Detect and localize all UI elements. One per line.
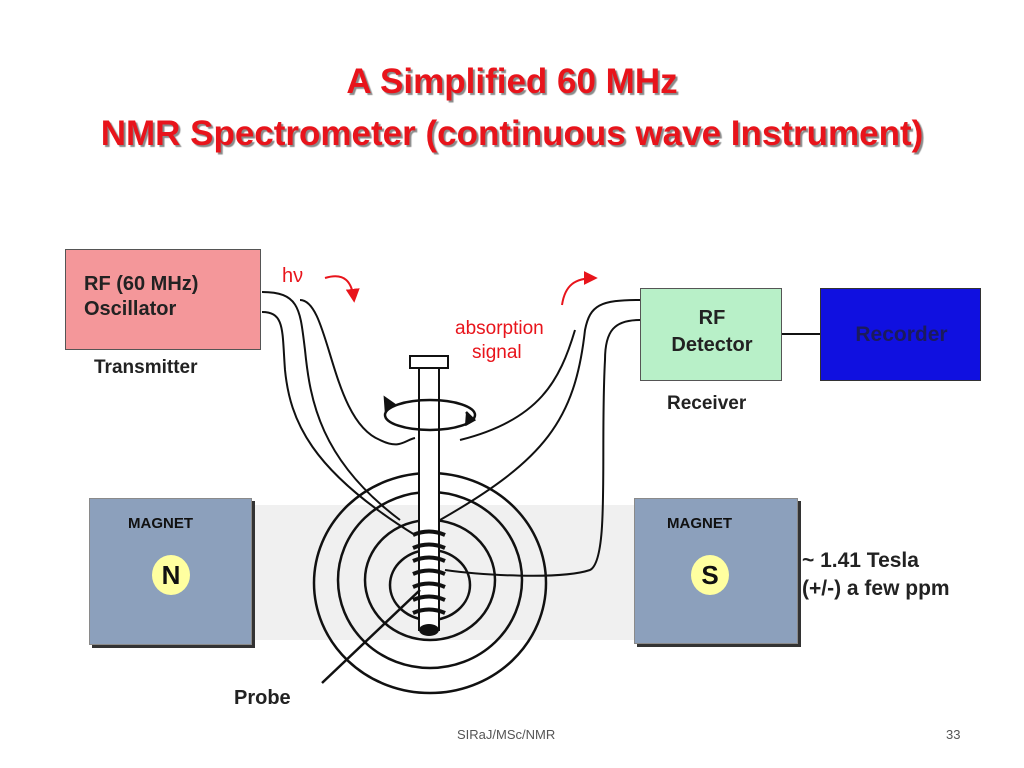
- page-number: 33: [946, 727, 961, 742]
- oscillator-label-line-2: Oscillator: [84, 298, 177, 320]
- detector-label-line-1: RF: [698, 307, 726, 329]
- transmitter-wires: [261, 291, 416, 536]
- magnet-north-label: MAGNET: [128, 515, 193, 532]
- title-line-2: NMR Spectrometer (continuous wave Instru…: [100, 114, 924, 153]
- receiver-wires: [439, 299, 641, 577]
- sample-tube: [409, 355, 449, 636]
- rf-oscillator-box: RF (60 MHz) Oscillator: [65, 249, 261, 350]
- probe-pointer: [321, 589, 421, 684]
- detector-label-line-2: Detector: [671, 334, 753, 356]
- probe-coil: [412, 529, 446, 615]
- transmitter-label: Transmitter: [94, 357, 198, 378]
- hv-label: hν: [282, 265, 304, 287]
- receiver-label: Receiver: [667, 393, 747, 414]
- absorption-label-line-1: absorption: [455, 318, 544, 339]
- spin-indicator: [383, 395, 477, 432]
- hv-arrow: [324, 275, 360, 303]
- south-pole-badge: S: [691, 555, 729, 595]
- absorption-label-line-2: signal: [472, 342, 522, 363]
- probe-label: Probe: [234, 687, 291, 709]
- recorder-label: Recorder: [855, 323, 948, 346]
- title-line-1: A Simplified 60 MHz: [346, 62, 678, 101]
- recorder-box: Recorder: [820, 288, 981, 381]
- field-strength-line-1: ~ 1.41 Tesla: [802, 549, 919, 572]
- oscillator-label-line-1: RF (60 MHz): [84, 273, 199, 295]
- rf-detector-box: RF Detector: [640, 288, 782, 381]
- footer-text: SIRaJ/MSc/NMR: [457, 727, 556, 742]
- magnet-south: MAGNET S: [634, 498, 798, 644]
- absorption-signal-label: absorption signal: [455, 317, 544, 365]
- field-strength-line-2: (+/-) a few ppm: [802, 577, 950, 600]
- field-strength-label: ~ 1.41 Tesla (+/-) a few ppm: [802, 547, 950, 603]
- north-pole-badge: N: [152, 555, 190, 595]
- magnet-south-label: MAGNET: [667, 515, 732, 532]
- absorption-arrow: [561, 271, 598, 306]
- magnet-north: MAGNET N: [89, 498, 252, 645]
